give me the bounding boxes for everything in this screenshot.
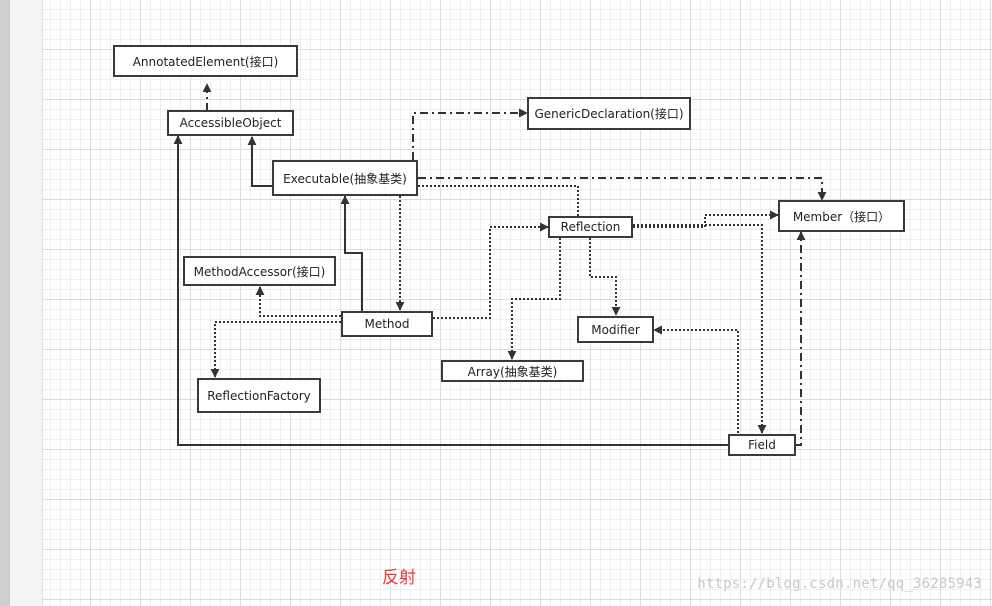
edge-method-executable: [340, 195, 363, 311]
edge-reflection-field: [633, 224, 767, 434]
edge-executable-accessibleobject: [247, 136, 272, 187]
edge-method-methodaccessor: [255, 286, 341, 317]
node-method-accessor[interactable]: MethodAccessor(接口): [183, 256, 336, 286]
edge-field-accessibleobject: [173, 135, 728, 446]
edge-executable-member: [418, 177, 827, 201]
edge-reflection-modifier: [589, 238, 621, 316]
node-method[interactable]: Method: [341, 311, 433, 337]
node-generic-declaration[interactable]: GenericDeclaration(接口): [527, 97, 691, 130]
edge-executable-reflection: [418, 185, 579, 216]
node-accessible-object[interactable]: AccessibleObject: [167, 110, 294, 136]
node-array[interactable]: Array(抽象基类): [441, 360, 584, 382]
watermark-text: https://blog.csdn.net/qq_36285943: [697, 576, 982, 592]
left-gutter: [10, 0, 43, 606]
edge-reflection-member: [633, 210, 779, 228]
edge-field-modifier: [653, 325, 739, 433]
node-modifier[interactable]: Modifier: [577, 316, 654, 343]
edge-field-member: [795, 231, 806, 446]
node-annotated-element[interactable]: AnnotatedElement(接口): [113, 45, 298, 77]
edge-reflection-array: [507, 238, 561, 360]
edge-executable-genericdeclaration: [412, 108, 528, 160]
node-reflection[interactable]: Reflection: [548, 216, 633, 238]
diagram-canvas: [43, 0, 992, 606]
node-field[interactable]: Field: [728, 434, 796, 456]
edge-method-reflection: [433, 222, 549, 319]
edge-method-reflectionfactory: [210, 321, 341, 378]
node-reflection-factory[interactable]: ReflectionFactory: [197, 378, 321, 413]
diagram-caption: 反射: [382, 568, 416, 588]
edge-executable-method: [395, 185, 418, 311]
node-executable[interactable]: Executable(抽象基类): [272, 160, 418, 196]
node-member[interactable]: Member（接口）: [778, 200, 905, 232]
